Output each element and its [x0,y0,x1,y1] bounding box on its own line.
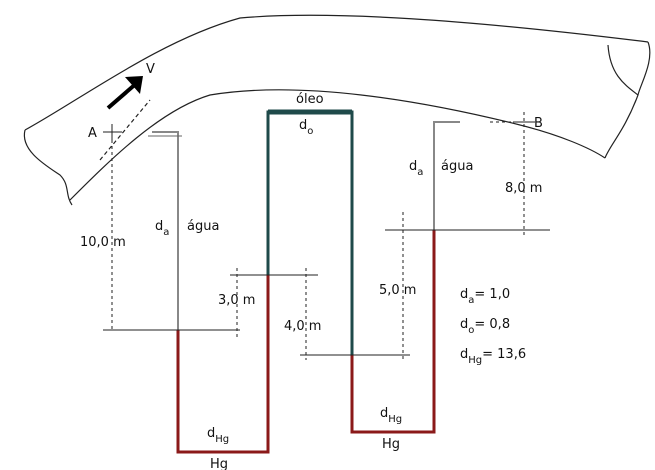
pipe-right-end [604,41,651,159]
dimension-3m: 3,0 m [218,293,255,308]
pipe-top-edge [24,14,649,131]
right-water-tube [433,121,460,230]
right-hg-density-label: dHg [380,406,402,425]
right-water-name: água [441,159,473,174]
legend-mercury: dHg= 13,6 [460,347,526,366]
left-hg-name: Hg [210,457,228,470]
dimension-lines [103,112,550,362]
right-mercury-u-tube [350,230,436,434]
right-hg-name: Hg [382,437,400,452]
dimension-4m: 4,0 m [284,319,321,334]
pipe-left-end [23,129,73,206]
left-water-name: água [187,219,219,234]
dimension-5m: 5,0 m [379,283,416,298]
left-water-density-label: da [155,219,169,238]
dimension-10m: 10,0 m [80,235,126,250]
right-water-density-label: da [409,159,423,178]
velocity-label: V [146,62,155,77]
velocity-arrow-icon [106,76,143,110]
left-water-tube [148,131,182,330]
point-b-label: B [534,116,543,131]
pipe-flow-line [99,99,151,161]
dimension-8m: 8,0 m [505,181,542,196]
point-a-label: A [88,126,97,141]
pipe-bottom-edge [69,89,606,201]
density-legend: da= 1,0 do= 0,8 dHg= 13,6 [460,287,526,366]
oil-label: óleo [296,92,324,107]
legend-oil: do= 0,8 [460,317,510,336]
oil-density-label: do [299,118,313,137]
legend-water: da= 1,0 [460,287,510,306]
pipe [23,14,651,206]
left-mercury-u-tube [176,275,270,454]
left-hg-density-label: dHg [207,426,229,445]
